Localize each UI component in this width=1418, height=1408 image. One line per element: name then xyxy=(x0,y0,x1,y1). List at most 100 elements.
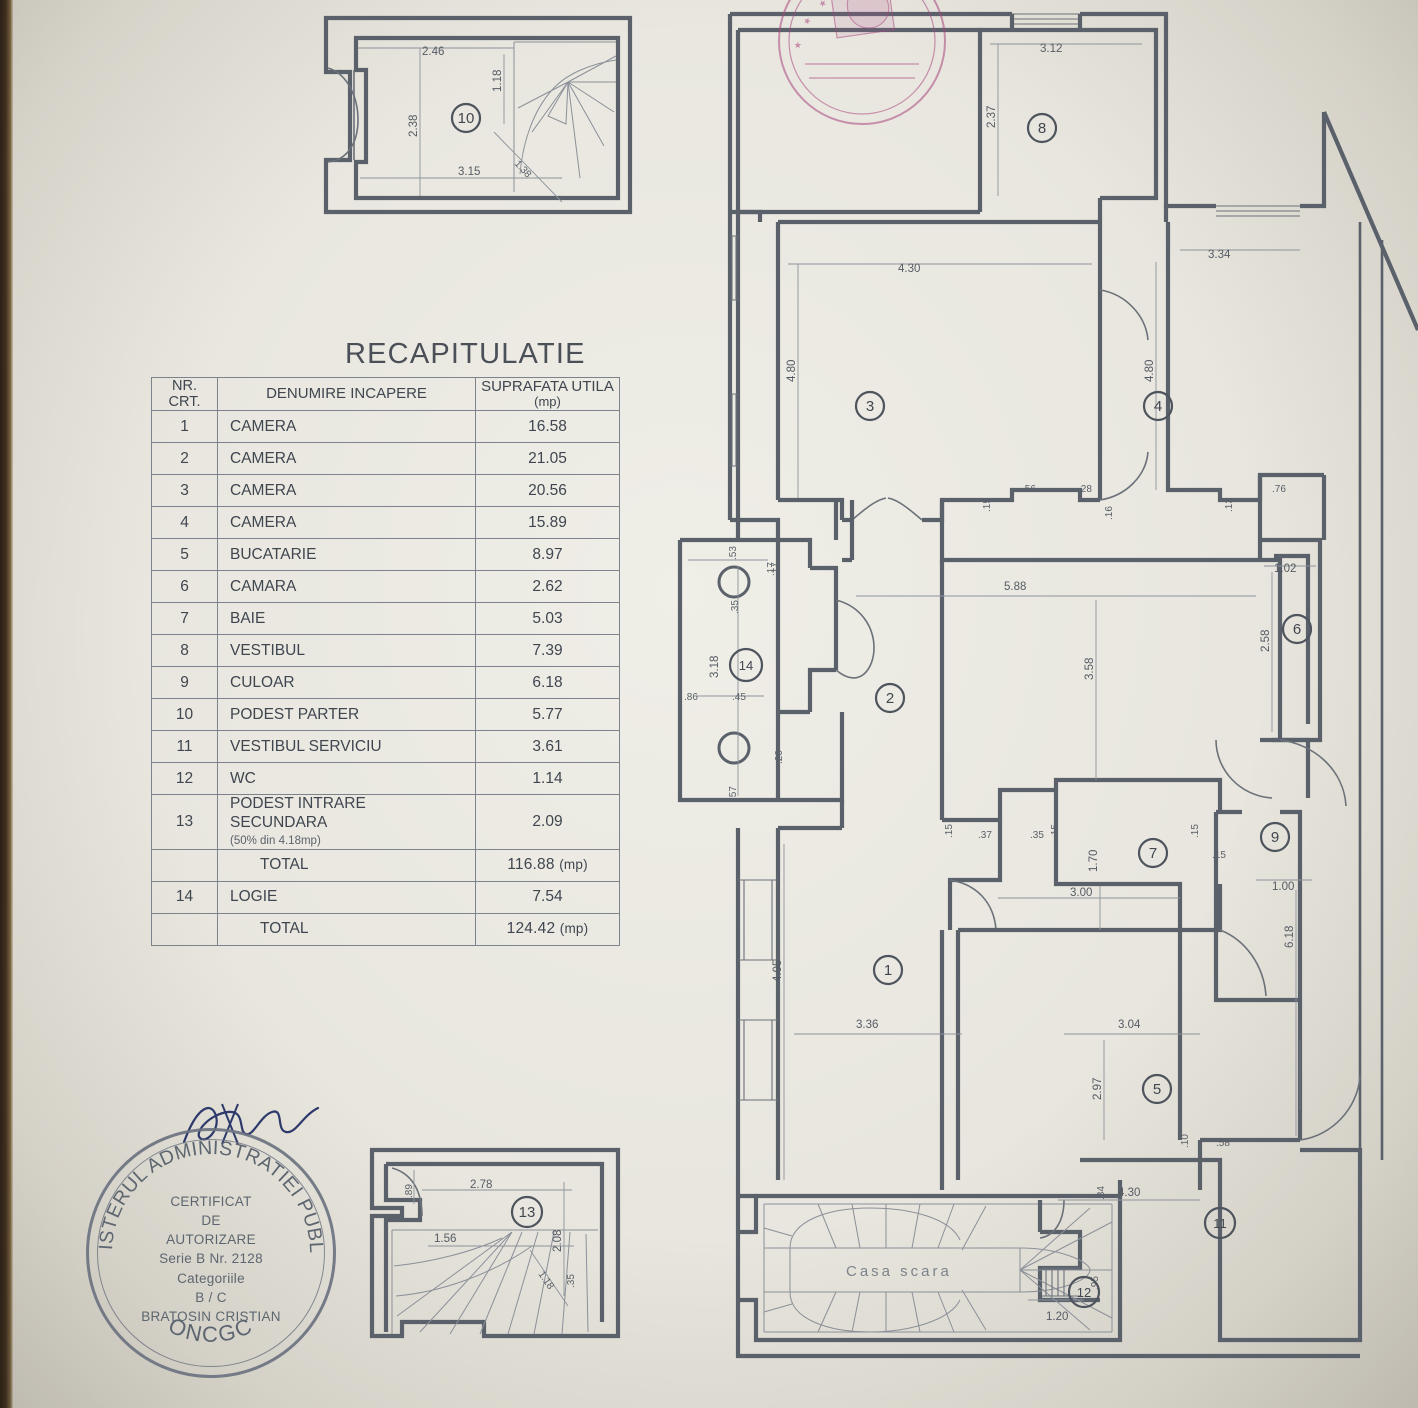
cell-name: CAMERA xyxy=(217,410,476,444)
stairwell-label: Casa scara xyxy=(846,1263,952,1280)
dim-room8-width: 3.12 xyxy=(1040,43,1062,55)
cell-area: 2.09 xyxy=(475,794,620,850)
stamp-line-2: DE xyxy=(201,1213,221,1229)
dim-logie-g: .57 xyxy=(728,786,739,800)
header-area-unit: (mp) xyxy=(534,394,561,410)
dim-room12-door: .84 xyxy=(1096,1186,1107,1200)
row13-note: (50% din 4.18mp) xyxy=(230,835,321,848)
dim-small-76: .76 xyxy=(1272,484,1286,495)
detail10-dim-top: 2.46 xyxy=(422,46,444,58)
cell-nr: 6 xyxy=(151,570,218,604)
official-seal-magenta: ★ ★ ★ xyxy=(778,0,946,125)
cell-nr: 11 xyxy=(151,730,218,764)
cell-area: 6.18 xyxy=(475,666,620,700)
dim-room2-width: 5.88 xyxy=(1004,581,1026,593)
authorization-stamp: MINISTERUL ADMINISTRATIEI PUBLICE ONCGC … xyxy=(86,1128,336,1378)
room-tag-14: 14 xyxy=(739,658,753,673)
dim-small-35: .35 xyxy=(1030,830,1044,841)
svg-text:★: ★ xyxy=(792,40,804,51)
row13-line1: PODEST INTRARE xyxy=(230,795,366,813)
table-row: 9 CULOAR 6.18 xyxy=(151,666,620,700)
dim-small-15e: .15 xyxy=(1212,850,1226,861)
cell-area: 15.89 xyxy=(475,506,620,540)
detail13-dim-diag: 1.18 xyxy=(536,1269,556,1292)
dim-room11-width: 4.30 xyxy=(1118,1187,1140,1199)
header-name: DENUMIRE INCAPERE xyxy=(217,376,476,412)
dim-small-15d: .15 xyxy=(1190,824,1201,838)
cell-nr-empty xyxy=(151,912,218,946)
dim-room3-height: 4.80 xyxy=(786,360,798,382)
dim-small-28: .28 xyxy=(1078,484,1092,495)
detail10-dim-right: 1.18 xyxy=(492,70,504,92)
cell-name: CAMERA xyxy=(217,506,476,540)
dim-logie-f: .20 xyxy=(774,750,785,764)
dim-small-10: .10 xyxy=(1180,1134,1191,1148)
header-area: SUPRAFATA UTILA (mp) xyxy=(475,376,620,412)
table-row: 11 VESTIBUL SERVICIU 3.61 xyxy=(151,730,620,764)
dim-small-37: .37 xyxy=(978,830,992,841)
cell-name: VESTIBUL SERVICIU xyxy=(217,730,476,764)
door-room3 xyxy=(851,497,887,521)
door-room4b xyxy=(1099,451,1149,501)
table-row: 4 CAMERA 15.89 xyxy=(151,506,620,540)
stamp-line-1: CERTIFICAT xyxy=(170,1194,252,1209)
total-label: TOTAL xyxy=(217,848,476,882)
cell-area: 1.14 xyxy=(475,762,620,796)
total-value: 116.88 xyxy=(507,856,555,874)
total-unit: (mp) xyxy=(559,857,588,873)
dim-room4-width: 3.34 xyxy=(1208,249,1231,261)
total-unit: (mp) xyxy=(559,921,589,937)
cell-nr: 1 xyxy=(151,410,218,444)
detail-drawing-podest-intrare-secundara: 2.78 1.56 2.08 1.18 .35 .89 13 xyxy=(369,1147,621,1339)
detail13-dim-right: 2.08 xyxy=(552,1230,564,1252)
dim-small-15: .15 xyxy=(982,498,993,512)
dim-room1-width: 3.36 xyxy=(856,1019,878,1031)
cell-name: CULOAR xyxy=(217,666,476,700)
table-row: 12 WC 1.14 xyxy=(151,762,620,796)
dim-small-58: .58 xyxy=(1216,1138,1230,1149)
door-room3b xyxy=(887,497,923,521)
door-exterior-right xyxy=(1279,739,1347,807)
dim-logie-b: .17 xyxy=(770,562,781,576)
detail13-dim-small: .35 xyxy=(566,1274,577,1288)
dim-room2-height: 3.58 xyxy=(1084,658,1096,680)
cell-area: 21.05 xyxy=(475,442,620,476)
table-row-total-2: TOTAL 124.42 (mp) xyxy=(151,912,620,946)
cell-name: LOGIE xyxy=(217,880,476,914)
room-tag-5: 5 xyxy=(1153,1081,1161,1098)
row13-line2: SECUNDARA xyxy=(230,813,328,831)
room-tag-9: 9 xyxy=(1271,829,1279,846)
dim-room5-width: 3.04 xyxy=(1118,1019,1141,1031)
detail13-room-tag: 13 xyxy=(519,1204,536,1221)
desk-edge xyxy=(0,0,13,1408)
room-tag-group: 3 4 8 2 14 6 7 9 1 5 11 12 xyxy=(728,112,1313,1309)
dim-room3-width: 4.30 xyxy=(898,263,920,275)
cell-area: 3.61 xyxy=(475,730,620,764)
detail10-room-tag: 10 xyxy=(458,110,475,127)
total-label: TOTAL xyxy=(217,912,476,946)
detail-drawing-podest-parter: 2.46 1.18 2.38 3.15 1.38 10 xyxy=(323,15,633,215)
room-tag-3: 3 xyxy=(866,398,874,415)
cell-nr: 4 xyxy=(151,506,218,540)
room-tag-11: 11 xyxy=(1213,1216,1227,1231)
cell-area: 16.58 xyxy=(475,410,620,444)
table-header-row: NR. CRT. DENUMIRE INCAPERE SUPRAFATA UTI… xyxy=(151,376,620,412)
cell-area: 7.54 xyxy=(475,880,620,914)
room-tag-1: 1 xyxy=(884,962,892,979)
cell-nr: 2 xyxy=(151,442,218,476)
room-tag-4: 4 xyxy=(1154,398,1162,415)
header-area-label: SUPRAFATA UTILA xyxy=(481,377,614,395)
door-logie xyxy=(835,599,875,679)
table-row: 5 BUCATARIE 8.97 xyxy=(151,538,620,572)
total-area: 116.88 (mp) xyxy=(475,848,620,882)
door-camara xyxy=(1215,739,1273,799)
cell-nr: 10 xyxy=(151,698,218,732)
detail13-dim-mid: 1.56 xyxy=(434,1233,456,1245)
door-room4 xyxy=(1099,289,1149,341)
stamp-center-text: CERTIFICAT DE AUTORIZARE Serie B Nr. 212… xyxy=(86,1192,336,1326)
table-row: 2 CAMERA 21.05 xyxy=(151,442,620,476)
dim-room7-height: 1.70 xyxy=(1088,850,1100,872)
cell-nr: 13 xyxy=(151,794,218,850)
cell-area: 5.03 xyxy=(475,602,620,636)
cell-area: 7.39 xyxy=(475,634,620,668)
